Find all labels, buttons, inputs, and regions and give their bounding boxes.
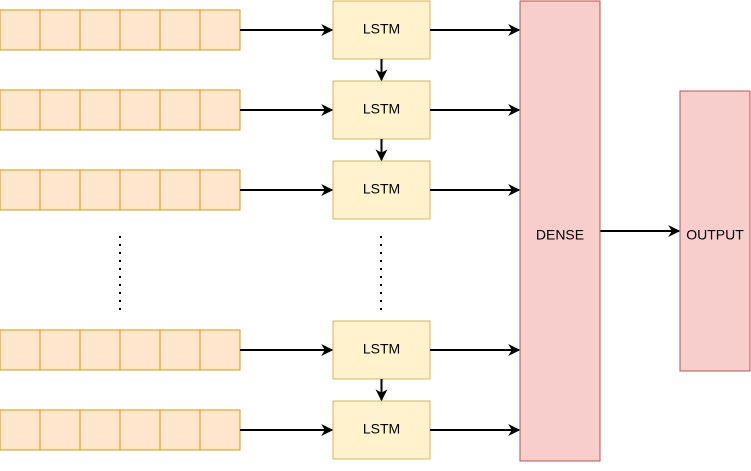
sequence-cell (159, 169, 201, 211)
lstm-node: LSTM (332, 0, 431, 60)
sequence-cell (119, 329, 161, 371)
lstm-label: LSTM (363, 181, 400, 197)
sequence-cell (119, 89, 161, 131)
lstm-box (332, 400, 431, 460)
input-row (0, 169, 241, 211)
sequence-cell (79, 89, 121, 131)
sequence-cell (79, 169, 121, 211)
input-row (0, 409, 241, 451)
lstm-node: LSTM (332, 80, 431, 140)
lstm-node: LSTM (332, 400, 431, 460)
sequence-cell (159, 9, 201, 51)
sequence-cell (199, 169, 241, 211)
lstm-label: LSTM (363, 21, 400, 37)
lstm-label: LSTM (363, 421, 400, 437)
sequence-cell (159, 329, 201, 371)
input-row (0, 89, 241, 131)
sequence-cell (119, 169, 161, 211)
lstm-node: LSTM (332, 320, 431, 380)
output-label: OUTPUT (686, 227, 744, 243)
sequence-cell (199, 409, 241, 451)
sequence-cell (0, 409, 41, 451)
sequence-cell (39, 9, 81, 51)
lstm-box (332, 0, 431, 60)
lstm-label: LSTM (363, 101, 400, 117)
sequence-cell (39, 89, 81, 131)
edges (240, 24, 681, 436)
dense-label: DENSE (536, 227, 584, 243)
lstm-box (332, 320, 431, 380)
input-rows: LSTM LSTM LSTM LSTM LSTM (0, 0, 431, 460)
dense-node: DENSE (519, 0, 601, 462)
sequence-cell (79, 409, 121, 451)
sequence-cell (199, 9, 241, 51)
input-row (0, 9, 241, 51)
input-row (0, 329, 241, 371)
sequence-cell (39, 409, 81, 451)
sequence-cell (0, 89, 41, 131)
sequence-cell (199, 89, 241, 131)
output-node: OUTPUT (679, 90, 751, 372)
sequence-cell (79, 9, 121, 51)
sequence-cell (0, 169, 41, 211)
sequence-cell (0, 9, 41, 51)
lstm-box (332, 80, 431, 140)
sequence-cell (119, 9, 161, 51)
lstm-node: LSTM (332, 160, 431, 220)
sequence-cell (159, 409, 201, 451)
sequence-cell (79, 329, 121, 371)
sequence-cell (0, 329, 41, 371)
sequence-cell (39, 329, 81, 371)
lstm-label: LSTM (363, 341, 400, 357)
sequence-cell (119, 409, 161, 451)
sequence-cell (159, 89, 201, 131)
sequence-cell (39, 169, 81, 211)
sequence-cell (199, 329, 241, 371)
